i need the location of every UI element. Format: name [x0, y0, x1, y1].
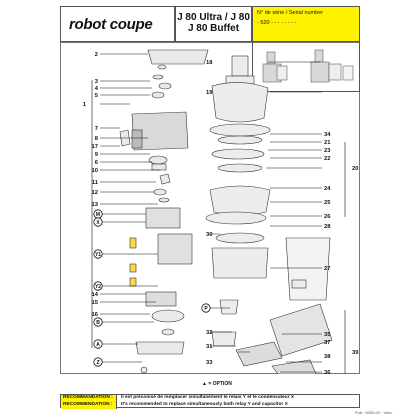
callout-4: 4 — [95, 86, 99, 92]
callout-8: 8 — [95, 136, 99, 142]
logo-box: robot coupe — [60, 6, 175, 42]
callout-28: 28 — [324, 224, 331, 230]
callout-circle-y2 — [93, 281, 103, 291]
callout-1: 1 — [83, 102, 87, 108]
callout-14: 14 — [92, 292, 99, 298]
callout-38: 38 — [324, 354, 331, 360]
callout-35: 35 — [324, 332, 331, 338]
callout-32: 32 — [206, 330, 212, 336]
brand-logo: robot coupe — [69, 16, 153, 33]
callout-circle-z — [93, 357, 103, 367]
callout-23: 23 — [324, 148, 331, 154]
callout-3: 3 — [95, 79, 99, 85]
callout-b: B — [96, 320, 100, 326]
callout-y1: Y1 — [95, 252, 101, 258]
callout-z: Z — [96, 360, 99, 366]
callout-7: 7 — [95, 126, 98, 132]
option-text: = OPTION — [208, 381, 232, 387]
callout-6: 6 — [95, 160, 99, 166]
callout-31: 31 — [206, 344, 213, 350]
callout-11: 11 — [92, 180, 99, 186]
recommendation-label-en: RECOMMENDATION : — [63, 401, 113, 407]
callout-5: 5 — [95, 93, 99, 99]
callout-m: M — [96, 212, 100, 218]
recommendation-texts: Il est préconisé de remplacer simultaném… — [121, 395, 294, 408]
callout-circle-p — [201, 303, 211, 313]
recommendation-text-fr: Il est préconisé de remplacer simultaném… — [121, 395, 295, 400]
footer-reference: Pub : 0000.00 - Vers. — [355, 410, 393, 415]
callout-36: 36 — [324, 370, 331, 374]
callout-25: 25 — [324, 200, 331, 206]
callout-13: 13 — [92, 202, 99, 208]
model-title-line2: J 80 Buffet — [187, 23, 240, 34]
recommendation-box: RECOMMANDATION : RECOMMENDATION : Il est… — [60, 394, 360, 409]
callout-17: 17 — [92, 144, 98, 150]
callout-p: P — [204, 306, 208, 312]
callout-16: 16 — [92, 312, 99, 318]
recommendation-label-fr: RECOMMANDATION : — [63, 395, 113, 400]
callout-y2: Y2 — [95, 284, 101, 290]
callout-24: 24 — [324, 186, 331, 192]
callout-39: 39 — [352, 350, 359, 356]
callout-circle-x — [93, 217, 103, 227]
serial-value: - 520 - - - - - - - - — [257, 20, 297, 26]
right-parts — [205, 55, 333, 374]
callout-9: 9 — [95, 152, 99, 158]
callout-circle-a — [93, 339, 103, 349]
serial-label: N° de série / Serial number — [257, 10, 324, 16]
callout-33: 33 — [206, 360, 213, 366]
callout-a: A — [96, 342, 100, 348]
recommendation-labels: RECOMMANDATION : RECOMMENDATION : — [61, 395, 117, 409]
callout-21: 21 — [324, 140, 331, 146]
model-title-line1: J 80 Ultra / J 80 — [177, 12, 250, 23]
callout-19: 19 — [206, 90, 213, 96]
serial-number-box: N° de série / Serial number - 520 - - - … — [252, 6, 360, 42]
callout-15: 15 — [92, 300, 99, 306]
left-parts — [119, 49, 209, 374]
callout-circle-y1 — [93, 249, 103, 259]
leader-lines — [100, 53, 322, 373]
machine-thumbnails — [252, 42, 360, 92]
callout-2: 2 — [95, 52, 98, 58]
option-marker: ▲ — [202, 381, 207, 387]
callout-10: 10 — [92, 168, 98, 174]
callout-20: 20 — [352, 166, 358, 172]
callout-12: 12 — [92, 190, 98, 196]
model-title-box: J 80 Ultra / J 80 J 80 Buffet — [175, 6, 252, 42]
callout-22: 22 — [324, 156, 330, 162]
callout-26: 26 — [324, 214, 331, 220]
machine-thumbnail-images — [262, 49, 354, 83]
callout-27: 27 — [324, 266, 330, 272]
option-legend: ▲ = OPTION — [202, 381, 232, 387]
callout-37: 37 — [324, 340, 330, 346]
callout-30: 30 — [206, 232, 212, 238]
recommendation-text-en: It's recommended to replace simultaneous… — [121, 401, 288, 407]
callout-34: 34 — [324, 132, 331, 138]
callout-x: X — [96, 220, 100, 226]
callouts-right: 18 19 34 21 23 22 20 24 25 26 28 30 27P 32 35 31 39 33 36 3… — [201, 60, 359, 374]
callout-18: 18 — [206, 60, 213, 66]
callout-circle-b — [93, 317, 103, 327]
